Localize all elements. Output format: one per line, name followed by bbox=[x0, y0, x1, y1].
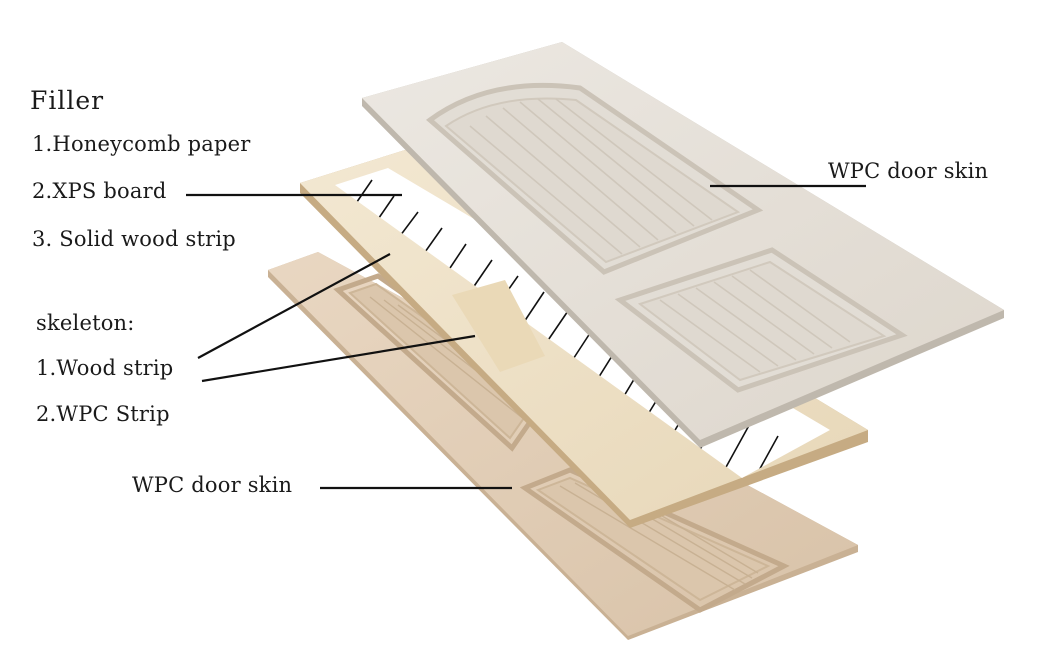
skeleton-item-wood-strip: 1.Wood strip bbox=[36, 356, 174, 380]
filler-title: Filler bbox=[30, 86, 105, 115]
top-door-skin bbox=[362, 42, 1004, 448]
top-skin-label: WPC door skin bbox=[828, 159, 989, 183]
leader-lines bbox=[186, 184, 866, 490]
leader-wpc-strip bbox=[201, 334, 476, 383]
filler-item-xps-board: 2.XPS board bbox=[32, 179, 167, 203]
lock-block-wood-strip bbox=[452, 280, 545, 372]
filler-item-honeycomb-paper: 1.Honeycomb paper bbox=[32, 132, 251, 156]
bottom-skin-panel-right bbox=[519, 467, 790, 613]
skeleton-item-wpc-strip: 2.WPC Strip bbox=[36, 402, 170, 426]
filler-item-solid-wood-strip: 3. Solid wood strip bbox=[32, 227, 236, 251]
bottom-skin-label: WPC door skin bbox=[132, 473, 293, 497]
leader-wood-strip bbox=[197, 253, 391, 359]
skeleton-title: skeleton: bbox=[36, 311, 135, 335]
top-skin-lower-grooves bbox=[659, 269, 851, 373]
top-skin-upper-grooves bbox=[469, 98, 713, 255]
